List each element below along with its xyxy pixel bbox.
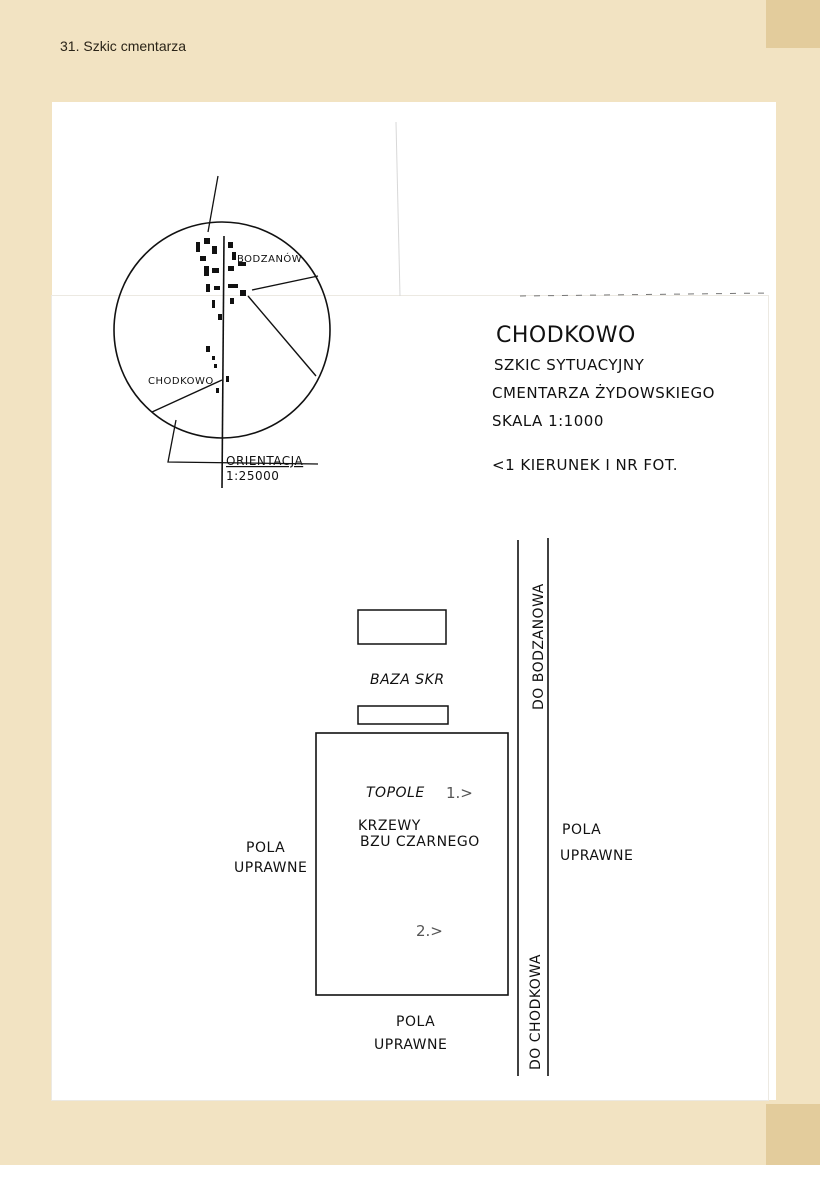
inset-label-chodkowo: CHODKOWO xyxy=(148,376,214,387)
north-arrow xyxy=(207,175,219,233)
title-line-2: CMENTARZA ŻYDOWSKIEGO xyxy=(492,383,715,402)
sheet-edge xyxy=(519,292,771,297)
title-block: CHODKOWO SZKIC SYTUACYJNY CMENTARZA ŻYDO… xyxy=(492,323,715,474)
trees-label: TOPOLE xyxy=(366,785,425,801)
title-line-1: SZKIC SYTUACYJNY xyxy=(494,356,645,374)
corner-tab-bottom xyxy=(766,1104,820,1165)
inset-road-southeast xyxy=(247,295,317,377)
orientation-label: ORIENTACJA xyxy=(226,454,303,468)
base-label: BAZA SKR xyxy=(370,672,445,688)
road-label-bodzanow: DO BODZANOWA xyxy=(531,583,547,710)
orientation-scale: 1:25000 xyxy=(226,469,279,483)
paper-sheet-lower xyxy=(52,296,768,1100)
fields-bottom-1: POLA xyxy=(396,1014,435,1030)
corner-tab-top xyxy=(766,0,820,48)
base-building-lower xyxy=(357,705,449,725)
orientation-leader xyxy=(167,419,319,465)
fold-line xyxy=(395,121,401,297)
page-caption: 31. Szkic cmentarza xyxy=(60,38,187,54)
base-building-upper xyxy=(357,609,447,645)
fields-right-1: POLA xyxy=(562,822,601,838)
inset-main-road xyxy=(221,235,225,489)
photo-marker-1: 1.> xyxy=(446,784,473,802)
photo-marker-2: 2.> xyxy=(416,922,443,940)
fields-left-1: POLA xyxy=(246,840,285,856)
fields-bottom-2: UPRAWNE xyxy=(374,1037,447,1053)
site-plan: DO BODZANOWA DO CHODKOWA BAZA SKR TOPOLE… xyxy=(234,538,633,1076)
shrubs-label-1: KRZEWY xyxy=(358,818,421,834)
inset-map: BODZANÓW CHODKOWO ORIENTACJA 1:25000 xyxy=(113,175,331,489)
legend-photo-direction: <1 KIERUNEK I NR FOT. xyxy=(492,456,678,474)
inset-road-southwest xyxy=(151,379,223,413)
town-blocks xyxy=(196,238,246,393)
title-line-3: SKALA 1:1000 xyxy=(492,412,604,430)
road-label-chodkowo: DO CHODKOWA xyxy=(528,954,544,1070)
title-place: CHODKOWO xyxy=(496,323,636,348)
fields-right-2: UPRAWNE xyxy=(560,848,633,864)
shrubs-label-2: BZU CZARNEGO xyxy=(360,834,480,850)
cemetery-outline xyxy=(315,732,509,996)
inset-road-east xyxy=(251,275,319,291)
inset-label-bodzanow: BODZANÓW xyxy=(237,252,302,265)
fields-left-2: UPRAWNE xyxy=(234,860,307,876)
